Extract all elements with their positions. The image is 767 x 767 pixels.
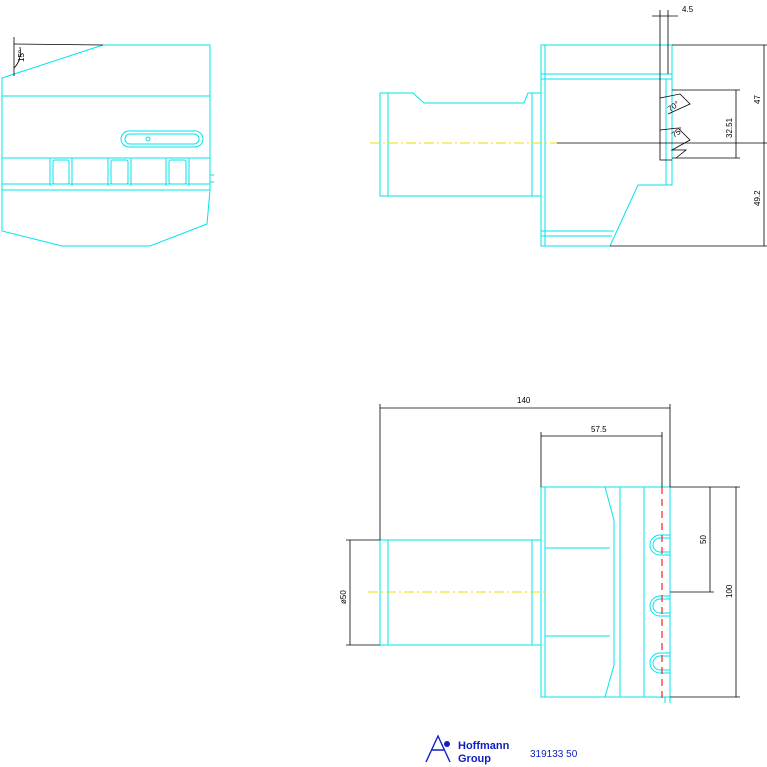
dim-label-32-51: 32.51 bbox=[725, 117, 734, 138]
side-view: 15° bbox=[1, 37, 214, 247]
dim-label-4-5: 4.5 bbox=[682, 5, 694, 14]
logo-line-2: Group bbox=[458, 753, 491, 765]
dim-label-diameter-50: ø50 bbox=[339, 590, 348, 604]
part-number: 319133 50 bbox=[530, 749, 578, 760]
dim-label-140: 140 bbox=[517, 396, 531, 405]
angle-label-70: 70° bbox=[666, 99, 681, 113]
dim-label-47: 47 bbox=[753, 95, 762, 104]
dim-label-49-2: 49.2 bbox=[753, 190, 762, 206]
dim-label-50: 50 bbox=[699, 535, 708, 544]
angle-label-15: 15° bbox=[17, 50, 26, 62]
hoffmann-group-logo: Hoffmann Group 319133 50 bbox=[425, 734, 578, 765]
logo-line-1: Hoffmann bbox=[458, 740, 510, 752]
front-view: 70° 75° 4.5 47 32.51 49.2 bbox=[370, 5, 767, 247]
dim-label-57-5: 57.5 bbox=[591, 425, 607, 434]
plan-view: 140 57.5 50 100 ø50 bbox=[339, 396, 740, 703]
dim-label-100: 100 bbox=[725, 584, 734, 598]
